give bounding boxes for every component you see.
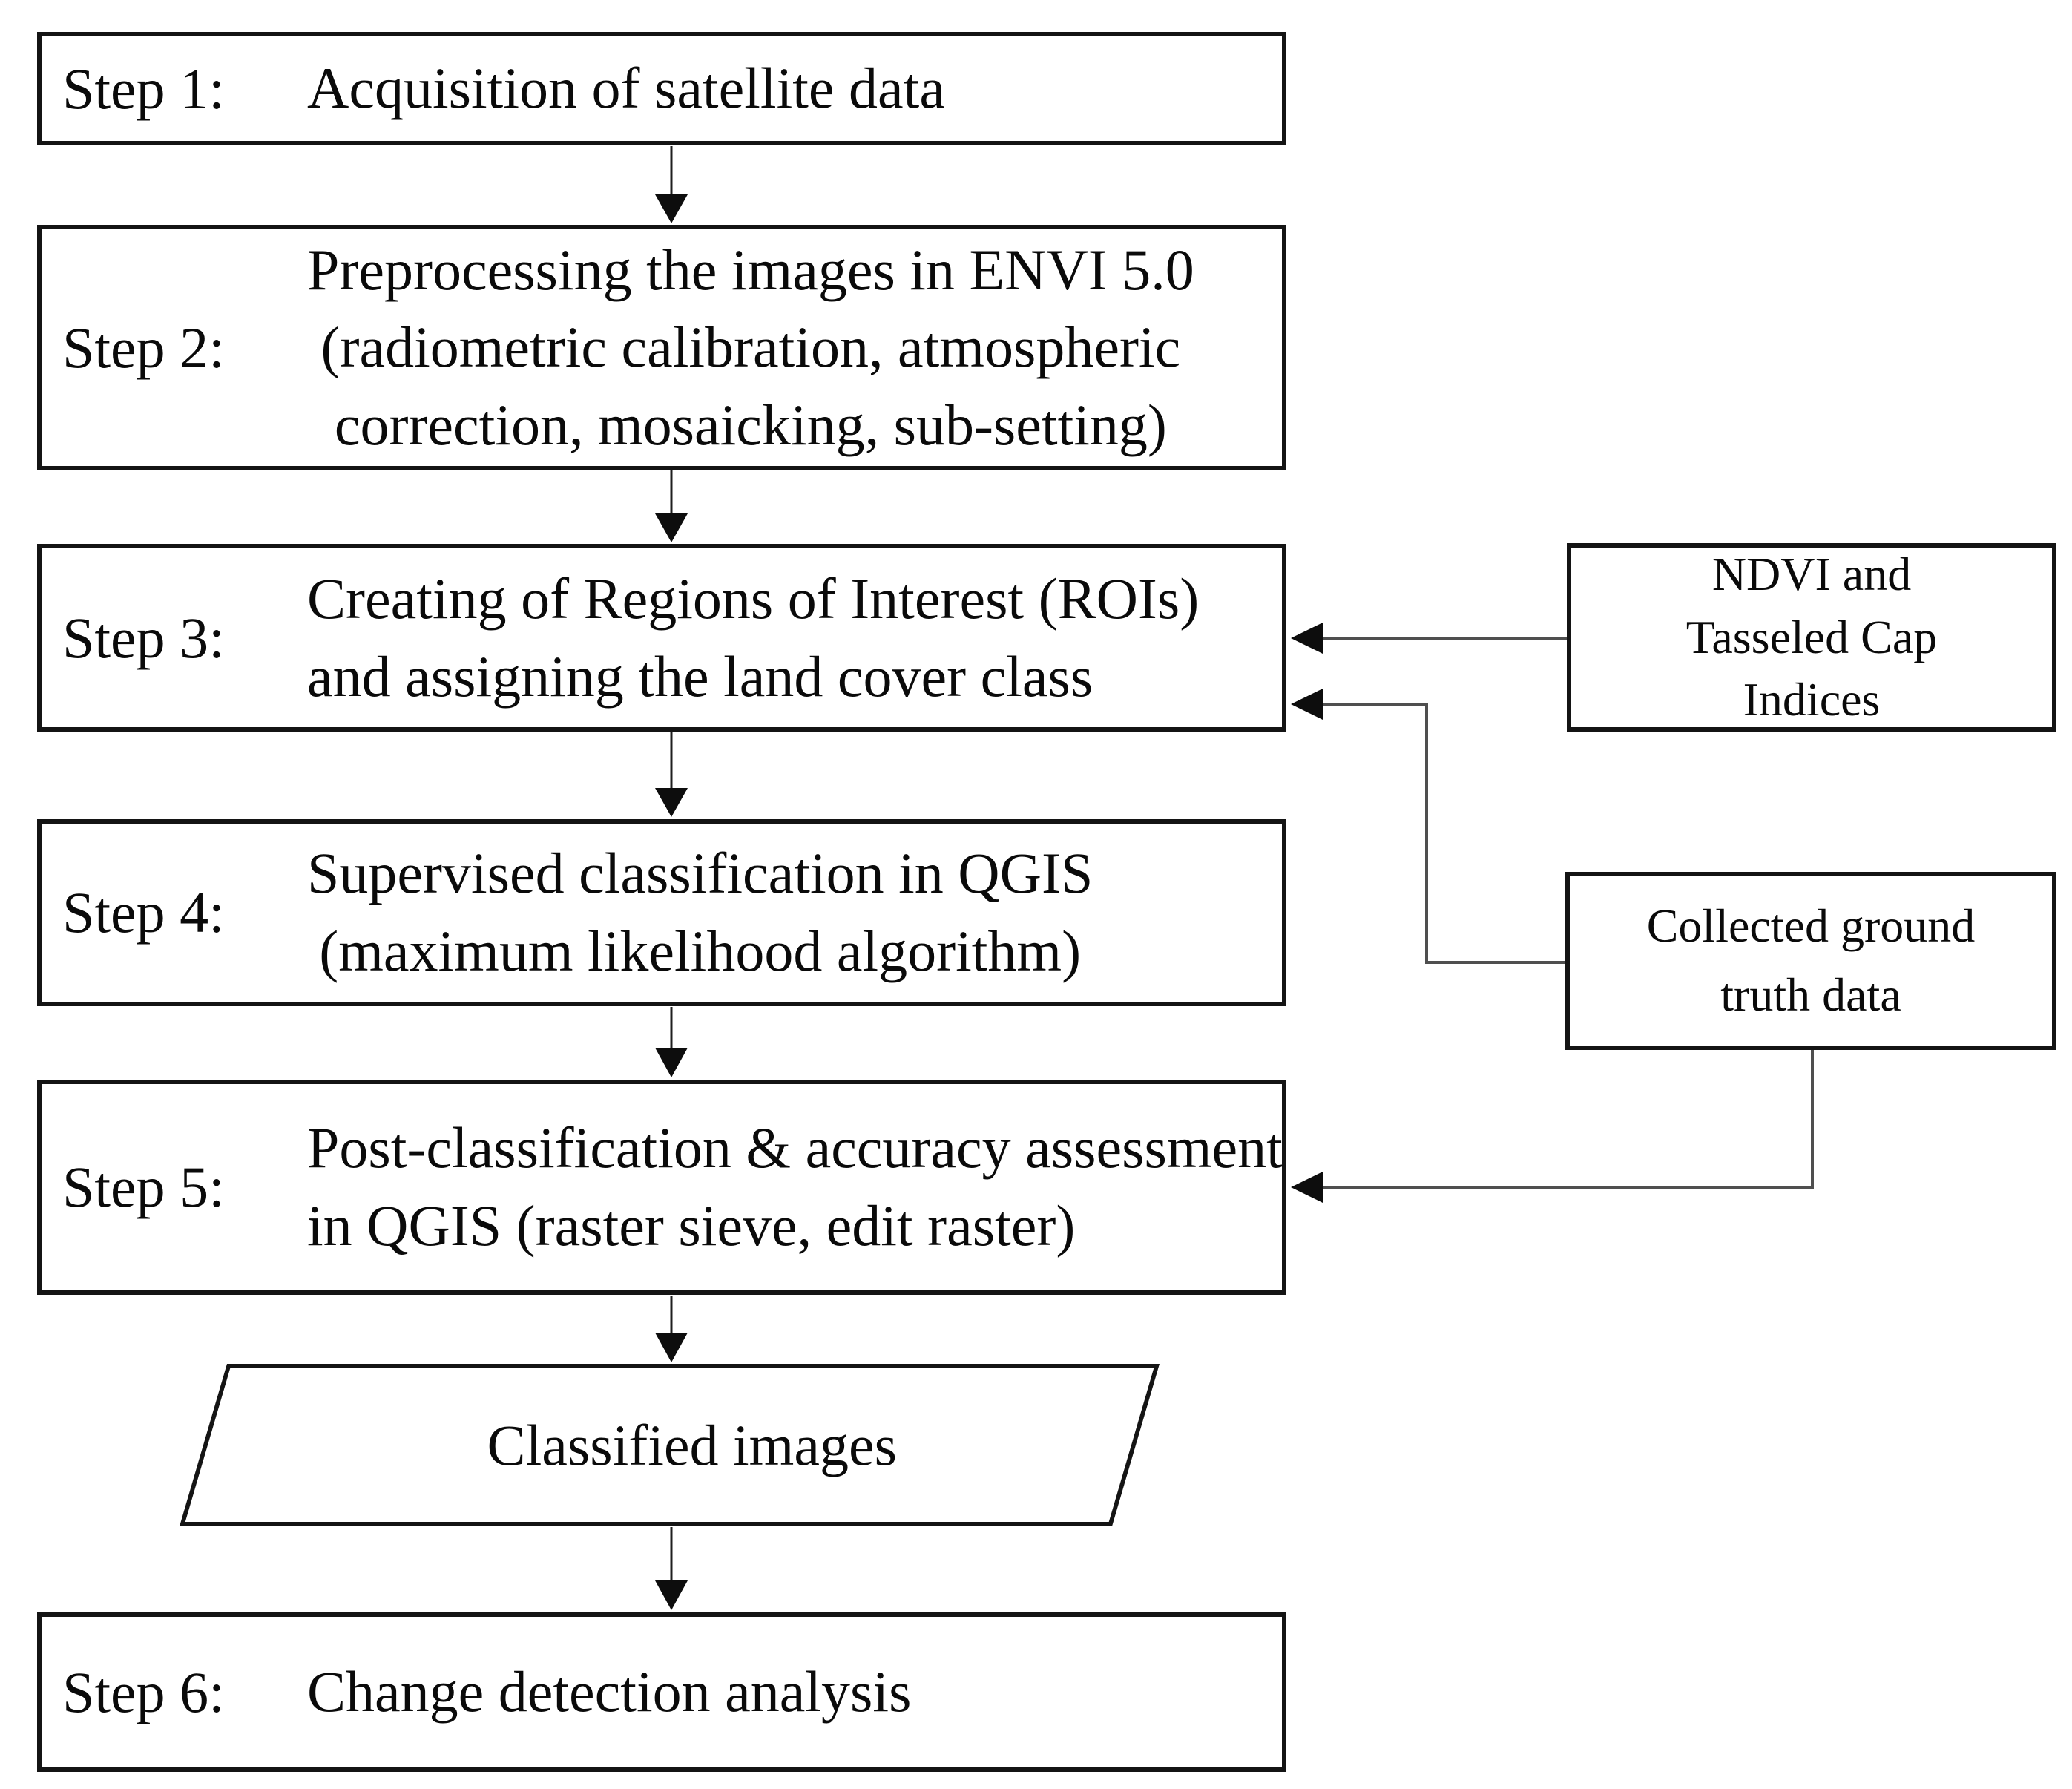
- ndvi-text-line: Indices: [1743, 673, 1881, 726]
- ground-truth-text-line: Collected ground: [1646, 899, 1976, 953]
- step2-label: Step 2:: [62, 315, 225, 380]
- ndvi-text-line: NDVI and: [1711, 548, 1912, 601]
- arrow-step5-to-classified-images: [655, 1296, 688, 1362]
- step2-text-line: Preprocessing the images in ENVI 5.0: [307, 237, 1194, 302]
- step4-text-line: (maximum likelihood algorithm): [319, 919, 1082, 983]
- flow-box-step2: Step 2: Preprocessing the images in ENVI…: [37, 225, 1286, 470]
- step6-label: Step 6:: [62, 1659, 225, 1724]
- step6-text-line: Change detection analysis: [307, 1659, 912, 1724]
- step6-description: Change detection analysis: [307, 1653, 911, 1731]
- step5-label: Step 5:: [62, 1155, 225, 1220]
- step2-description: Preprocessing the images in ENVI 5.0 (ra…: [307, 232, 1194, 465]
- step5-text-line: in QGIS (raster sieve, edit raster): [307, 1193, 1076, 1258]
- flow-box-step4: Step 4: Supervised classification in QGI…: [37, 819, 1286, 1006]
- step2-text-line: correction, mosaicking, sub-setting): [334, 392, 1167, 457]
- arrow-groundtruth-to-step3: [1291, 689, 1565, 964]
- step3-text-line: Creating of Regions of Interest (ROIs): [307, 565, 1200, 631]
- step4-label: Step 4:: [62, 880, 225, 945]
- ground-truth-text-line: truth data: [1720, 968, 1901, 1021]
- step1-text-line: Acquisition of satellite data: [307, 56, 945, 121]
- side-box-ground-truth: Collected ground truth data: [1565, 872, 2056, 1050]
- ndvi-text-line: Tasseled Cap: [1685, 610, 1938, 663]
- step1-label: Step 1:: [62, 56, 225, 121]
- classified-images-label: Classified images: [487, 1412, 897, 1477]
- step4-description: Supervised classification in QGIS (maxim…: [307, 835, 1093, 990]
- arrow-ndvi-to-step3: [1291, 623, 1567, 654]
- side-box-ndvi-tasseled-cap: NDVI and Tasseled Cap Indices: [1567, 543, 2056, 732]
- step3-description: Creating of Regions of Interest (ROIs) a…: [307, 560, 1199, 715]
- io-parallelogram-classified-images: Classified images: [179, 1364, 1160, 1526]
- flow-box-step3: Step 3: Creating of Regions of Interest …: [37, 544, 1286, 732]
- arrow-step3-to-step4: [655, 732, 688, 817]
- step1-description: Acquisition of satellite data: [307, 50, 945, 128]
- flow-box-step1: Step 1: Acquisition of satellite data: [37, 32, 1286, 145]
- arrow-groundtruth-to-step5: [1291, 1050, 1814, 1203]
- arrow-step2-to-step3: [655, 470, 688, 542]
- step5-text-line: Post-classification & accuracy assessmen…: [307, 1115, 1283, 1181]
- arrow-step1-to-step2: [655, 146, 688, 223]
- flow-box-step5: Step 5: Post-classification & accuracy a…: [37, 1080, 1286, 1295]
- step3-label: Step 3:: [62, 605, 225, 670]
- step2-text-line: (radiometric calibration, atmospheric: [320, 315, 1181, 380]
- arrow-classified-images-to-step6: [655, 1527, 688, 1610]
- arrow-step4-to-step5: [655, 1007, 688, 1077]
- step5-description: Post-classification & accuracy assessmen…: [307, 1109, 1283, 1264]
- step4-text-line: Supervised classification in QGIS: [307, 841, 1093, 906]
- step3-text-line: and assigning the land cover class: [307, 643, 1093, 709]
- flow-box-step6: Step 6: Change detection analysis: [37, 1612, 1286, 1772]
